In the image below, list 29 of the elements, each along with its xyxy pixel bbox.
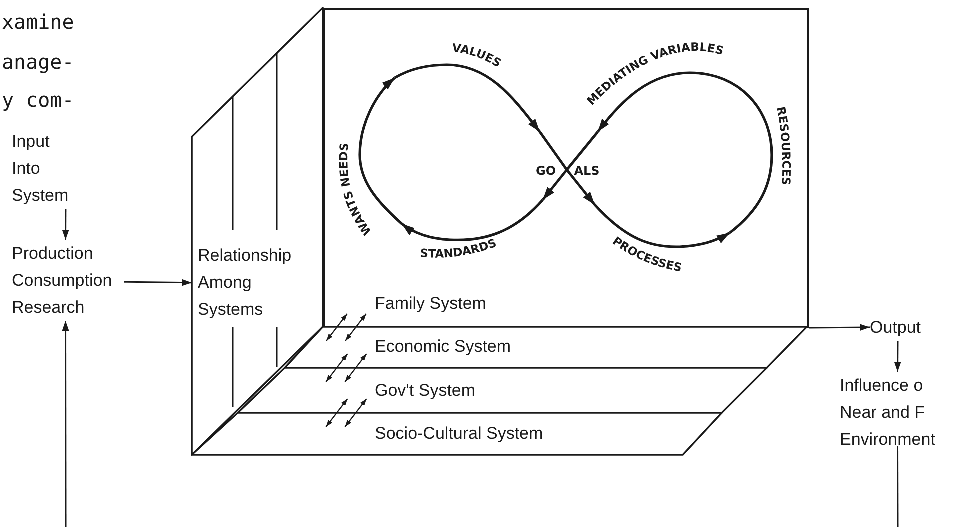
- layer-label: Economic System: [375, 336, 512, 358]
- node-label: Production Consumption Research: [12, 240, 124, 321]
- system-layer: [192, 413, 722, 455]
- arrow: [62, 209, 70, 240]
- system-layer: [238, 368, 767, 413]
- center-label: GO ALS: [536, 164, 600, 178]
- arrow: [62, 321, 70, 527]
- arrow: [124, 279, 192, 286]
- double-arrow: [344, 354, 368, 382]
- double-arrow: [344, 398, 368, 428]
- layer-label: Family System: [375, 293, 488, 315]
- body-text: y com-: [2, 88, 74, 112]
- double-arrow: [326, 314, 348, 342]
- system-layer: [285, 327, 807, 368]
- panel-label: Relationship Among Systems: [198, 245, 293, 321]
- layer-label: Gov't System: [375, 380, 477, 402]
- body-text: xamine: [2, 10, 74, 34]
- double-arrow: [326, 398, 348, 428]
- node-label: Influence o Near and F Environment: [840, 372, 945, 446]
- curve-label: STANDARDS: [420, 236, 498, 261]
- node-label: Output: [870, 314, 926, 341]
- double-arrow: [326, 354, 348, 382]
- connector-line: [897, 446, 899, 527]
- double-arrow: [345, 314, 367, 342]
- body-text: anage-: [2, 50, 74, 74]
- arrow: [894, 341, 902, 372]
- node-label: Input Into System: [12, 128, 74, 209]
- layer-label: Socio-Cultural System: [375, 423, 544, 445]
- arrow: [809, 324, 870, 332]
